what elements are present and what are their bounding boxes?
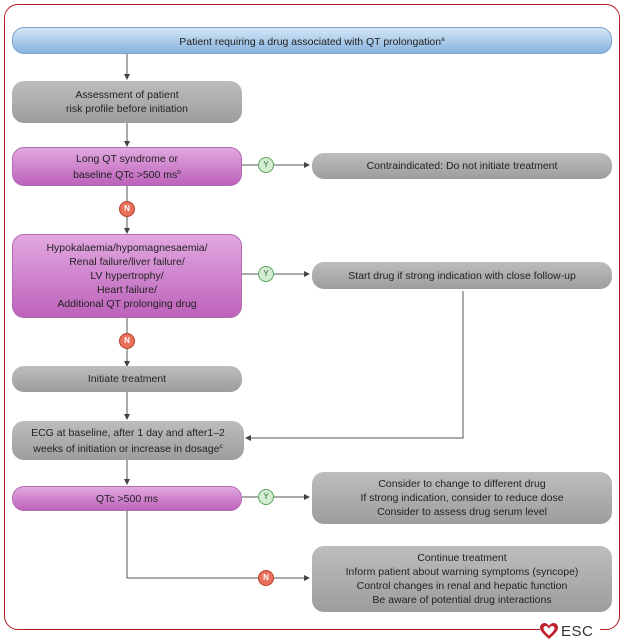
decision-risk-factors-box: Hypokalaemia/hypomagnesaemia/ Renal fail… [12,234,242,318]
start-drug-box: Start drug if strong indication with clo… [312,262,612,289]
start-text: Patient requiring a drug associated with… [179,35,442,48]
ecg-box: ECG at baseline, after 1 day and after1–… [12,421,244,460]
start-footnote: a [441,35,445,43]
no-badge-1: N [119,201,135,217]
arrow-result2-ecg [245,291,464,441]
assessment-box: Assessment of patient risk profile befor… [12,81,242,123]
result1-text: Contraindicated: Do not initiate treatme… [366,160,558,172]
consider-change-box: Consider to change to different drug If … [312,472,612,524]
result3-line-1: Consider to change to different drug [378,478,546,490]
contraindicated-box: Contraindicated: Do not initiate treatme… [312,153,612,179]
decision1-footnote: b [177,168,181,176]
result3-line-2: If strong indication, consider to reduce… [360,492,564,504]
heart-icon [540,622,558,639]
result4-line-1: Continue treatment [417,552,507,564]
result2-text: Start drug if strong indication with clo… [348,269,576,282]
decision-long-qt-box: Long QT syndrome or baseline QTc >500 ms… [12,147,242,186]
assessment-line-2: risk profile before initiation [66,103,188,115]
decision3-text: QTc >500 ms [95,492,159,505]
ecg-line-2: weeks of initiation or increase in dosag… [33,442,220,455]
decision-qtc-box: QTc >500 ms [12,486,242,511]
start-box: Patient requiring a drug associated with… [12,27,612,54]
initiate-text: Initiate treatment [87,373,167,385]
arrow-decision3-no [126,511,258,579]
result4-line-3: Control changes in renal and hepatic fun… [356,580,568,592]
initiate-treatment-box: Initiate treatment [12,366,242,392]
decision2-line-1: Hypokalaemia/hypomagnesaemia/ [46,242,208,254]
ecg-line-1: ECG at baseline, after 1 day and after1–… [31,426,225,439]
result4-line-4: Be aware of potential drug interactions [372,594,552,606]
yes-badge-1: Y [258,157,274,173]
ecg-footnote: c [219,442,223,450]
decision1-line-1: Long QT syndrome or [76,152,178,165]
esc-logo-text: ESC [561,622,594,640]
decision2-line-5: Additional QT prolonging drug [57,298,197,310]
yes-badge-3: Y [258,489,274,505]
no-badge-2: N [119,333,135,349]
no-badge-3: N [258,570,274,586]
decision2-line-3: LV hypertrophy/ [90,270,164,282]
diagram-frame [4,4,620,630]
assessment-line-1: Assessment of patient [75,89,179,101]
decision1-line-2: baseline QTc >500 ms [73,168,178,181]
result4-line-2: Inform patient about warning symptoms (s… [345,566,579,578]
result3-line-3: Consider to assess drug serum level [377,506,547,518]
esc-logo: ESC [540,622,600,640]
decision2-line-4: Heart failure/ [96,284,158,296]
continue-treatment-box: Continue treatment Inform patient about … [312,546,612,612]
yes-badge-2: Y [258,266,274,282]
decision2-line-2: Renal failure/liver failure/ [69,256,185,268]
